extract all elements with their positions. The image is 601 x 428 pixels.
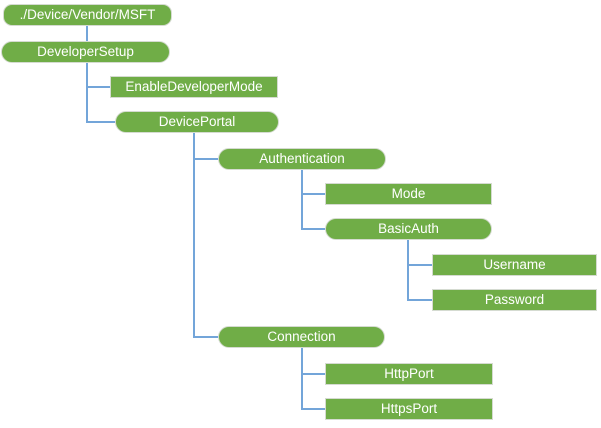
- node-enabledevelopermode: EnableDeveloperMode: [110, 76, 278, 98]
- connector-developersetup-trunk: [86, 63, 88, 123]
- node-mode: Mode: [325, 183, 492, 205]
- node-httpport: HttpPort: [325, 363, 493, 385]
- connector-branch-password: [407, 299, 433, 301]
- node-developersetup: DeveloperSetup: [1, 41, 170, 63]
- node-connection: Connection: [218, 326, 385, 348]
- connector-branch-httpport: [301, 373, 326, 375]
- connector-branch-connection: [193, 336, 219, 338]
- connector-branch-httpsport: [301, 408, 326, 410]
- connector-branch-authentication: [193, 158, 219, 160]
- node-password: Password: [432, 289, 597, 311]
- connector-basicauth-trunk: [407, 240, 409, 301]
- connector-root-developersetup: [86, 26, 88, 41]
- node-username: Username: [432, 254, 597, 276]
- connector-connection-trunk: [301, 348, 303, 410]
- node-deviceportal: DevicePortal: [115, 111, 279, 133]
- connector-branch-mode: [301, 193, 326, 195]
- node-authentication: Authentication: [218, 148, 386, 170]
- connector-branch-enabledevelopermode: [86, 86, 111, 88]
- connector-authentication-trunk: [301, 170, 303, 230]
- connector-branch-deviceportal: [86, 121, 116, 123]
- connector-branch-username: [407, 264, 433, 266]
- node-httpsport: HttpsPort: [325, 398, 493, 420]
- node-basicauth: BasicAuth: [325, 218, 492, 240]
- connector-branch-basicauth: [301, 228, 326, 230]
- node-device-vendor-msft: ./Device/Vendor/MSFT: [3, 4, 172, 26]
- connector-deviceportal-trunk: [193, 133, 195, 338]
